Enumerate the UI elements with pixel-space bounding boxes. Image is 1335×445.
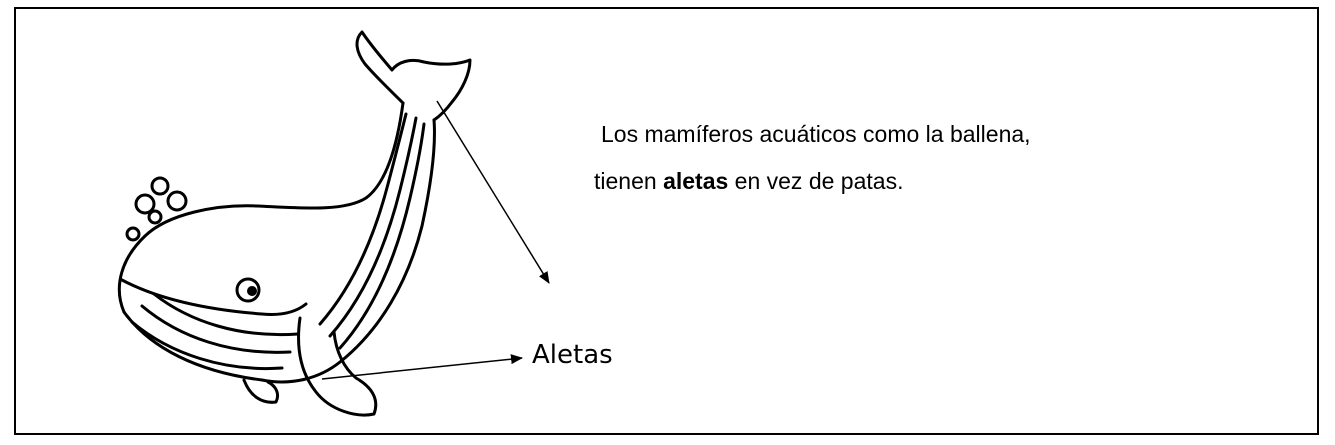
bubble — [150, 176, 170, 196]
caption-line-2: tienen aletas en vez de patas. — [594, 158, 1031, 205]
side-fin-arrow — [321, 354, 523, 380]
bubble — [147, 209, 163, 225]
throat-groove — [130, 320, 284, 371]
bubble — [134, 193, 156, 215]
whale-small-fin — [242, 378, 280, 404]
content-frame — [14, 7, 1319, 435]
caption-text: Los mamíferos acuáticos como la ballena,… — [594, 111, 1031, 205]
caption-line-2-start: tienen — [594, 168, 664, 194]
throat-groove — [338, 122, 426, 350]
whale-flipper — [297, 316, 378, 417]
whale-mouth — [120, 278, 308, 316]
whale-eye — [235, 277, 261, 303]
caption-line-2-end: en vez de patas. — [728, 168, 904, 194]
bubble — [125, 226, 141, 242]
whale-tail — [355, 30, 472, 122]
throat-groove — [318, 112, 408, 326]
whale-belly-outline — [122, 118, 436, 384]
fins-label: Aletas — [532, 340, 613, 370]
whale-back — [117, 101, 405, 314]
caption-keyword: aletas — [663, 168, 729, 194]
throat-groove — [328, 116, 418, 338]
throat-groove — [152, 292, 300, 337]
bubble — [166, 190, 188, 212]
throat-groove — [140, 304, 292, 354]
tail-fin-arrow — [436, 100, 550, 284]
caption-line-1: Los mamíferos acuáticos como la ballena, — [601, 121, 1031, 147]
whale-pupil — [247, 286, 257, 296]
